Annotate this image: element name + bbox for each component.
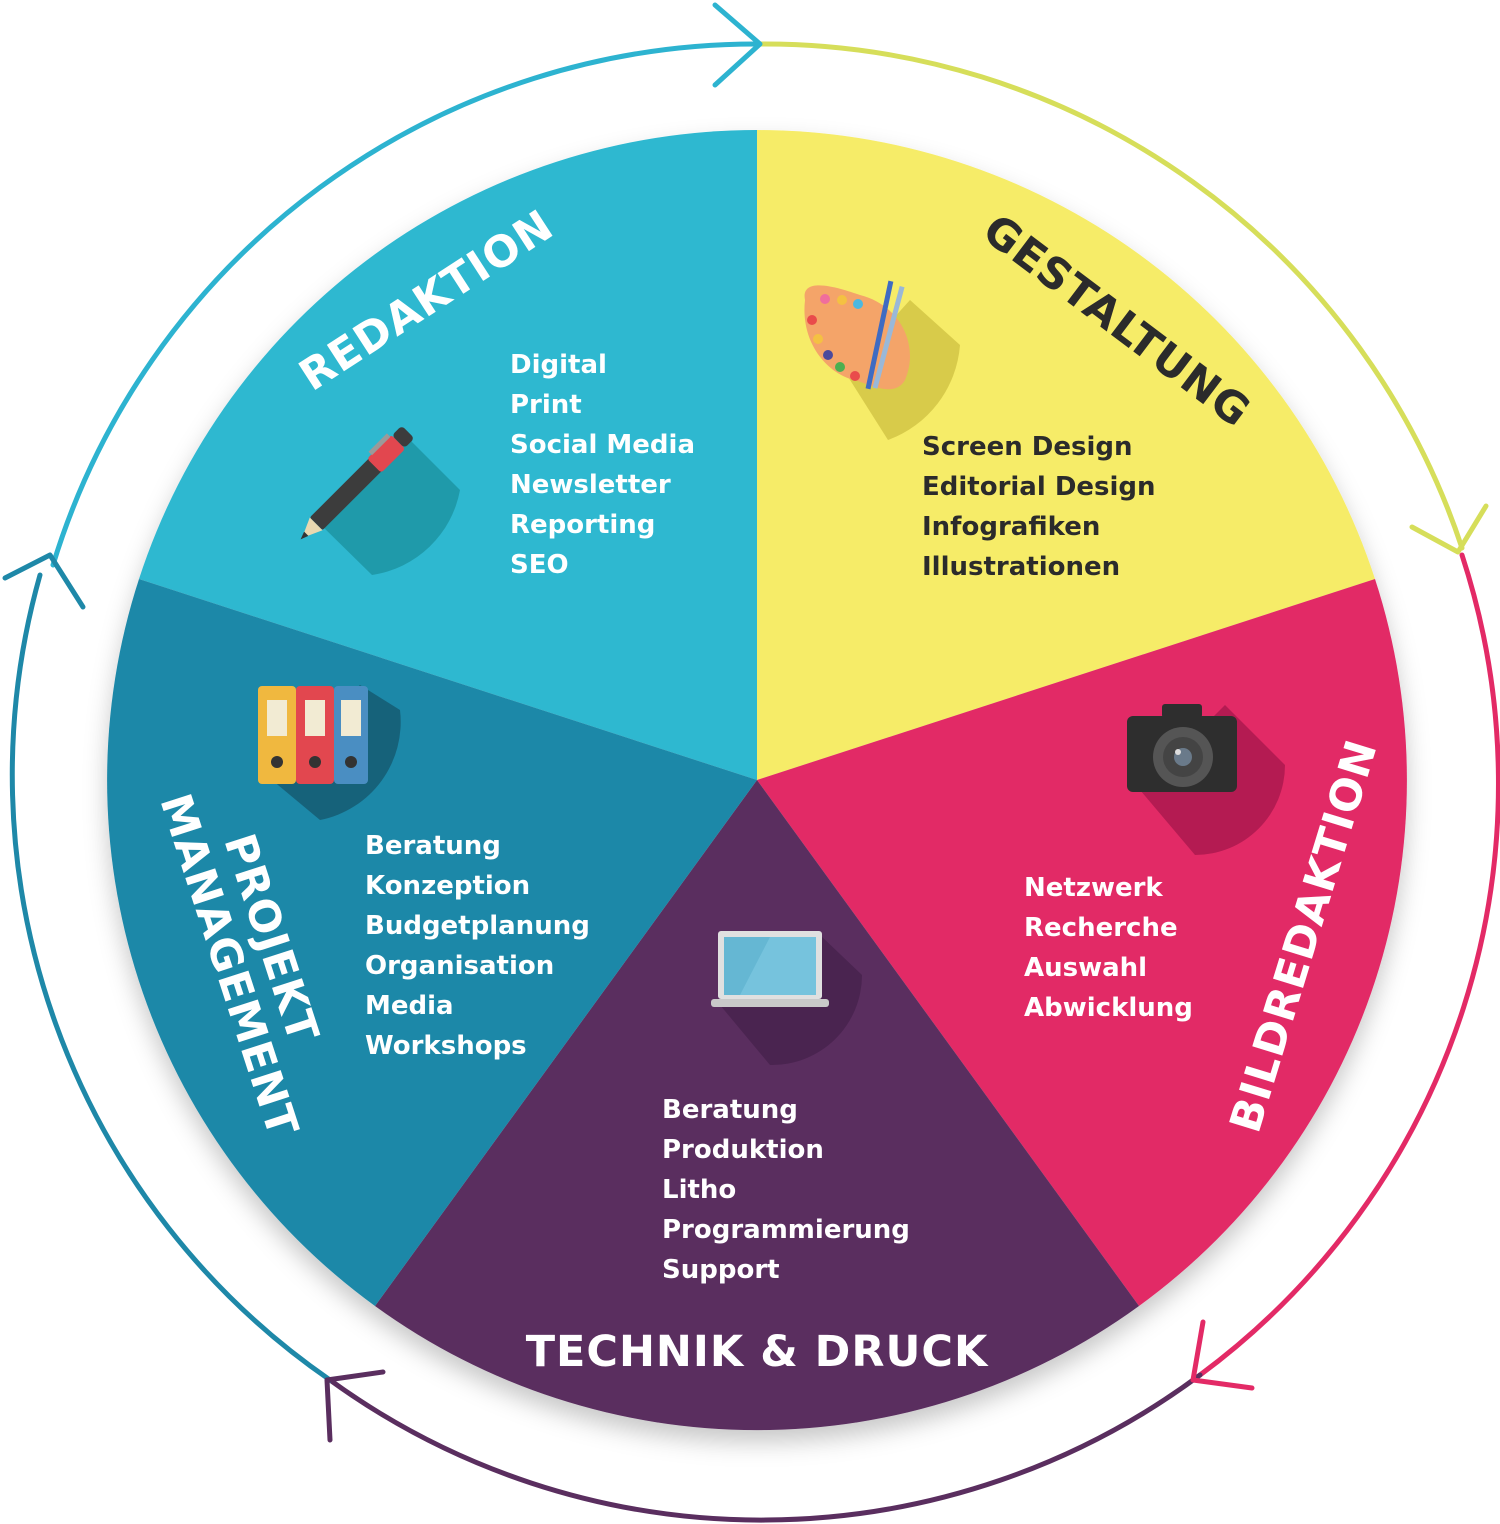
- redaktion-items: Digital Print Social Media Newsletter Re…: [510, 350, 695, 580]
- list-item: Workshops: [365, 1031, 527, 1061]
- list-item: Budgetplanung: [365, 911, 590, 941]
- bildredaktion-items: Netzwerk Recherche Auswahl Abwicklung: [1024, 873, 1193, 1023]
- list-item: Konzeption: [365, 871, 530, 901]
- segment-technik: [375, 780, 1139, 1431]
- segment-redaktion: [139, 130, 757, 780]
- cycle-ring: [9, 41, 1500, 1523]
- list-item: Reporting: [510, 510, 655, 540]
- list-item: Print: [510, 390, 582, 420]
- cycle-arc-yellow: [757, 41, 1465, 551]
- list-item: Newsletter: [510, 470, 671, 500]
- technik-items: Beratung Produktion Litho Programmierung…: [662, 1095, 910, 1285]
- list-item: Infografiken: [922, 512, 1100, 542]
- list-item: Programmierung: [662, 1215, 910, 1245]
- cycle-arc-teal: [9, 572, 333, 1383]
- list-item: Litho: [662, 1175, 736, 1205]
- cycle-arc-pink: [1197, 552, 1500, 1378]
- list-item: Netzwerk: [1024, 873, 1163, 903]
- list-item: Beratung: [662, 1095, 798, 1125]
- palette-icon: [804, 280, 960, 440]
- camera-icon: [1127, 704, 1285, 855]
- list-item: Social Media: [510, 430, 695, 460]
- cycle-arc-purple: [327, 1372, 1203, 1523]
- list-item: Illustrationen: [922, 552, 1120, 582]
- list-item: Beratung: [365, 831, 501, 861]
- cycle-arrowheads: [2, 2, 1489, 1443]
- arrow-head-top-icon: [712, 2, 763, 88]
- list-item: Recherche: [1024, 913, 1178, 943]
- list-item: Editorial Design: [922, 472, 1156, 502]
- list-item: Auswahl: [1024, 953, 1147, 983]
- technik-title: TECHNIK & DRUCK: [526, 1327, 989, 1377]
- projekt-items: Beratung Konzeption Budgetplanung Organi…: [365, 831, 590, 1061]
- list-item: Screen Design: [922, 432, 1133, 462]
- cycle-arc-blue: [50, 41, 763, 568]
- segment-gestaltung: [757, 130, 1375, 780]
- list-item: Produktion: [662, 1135, 824, 1165]
- binders-icon: [258, 685, 401, 820]
- gestaltung-items: Screen Design Editorial Design Infografi…: [922, 432, 1156, 582]
- list-item: Support: [662, 1255, 780, 1285]
- list-item: SEO: [510, 550, 569, 580]
- list-item: Media: [365, 991, 454, 1021]
- list-item: Abwicklung: [1024, 993, 1193, 1023]
- pen-icon: [300, 427, 460, 575]
- laptop-icon: [711, 931, 862, 1066]
- arrow-head-left-icon: [2, 552, 86, 610]
- arrow-head-bottom-right-icon: [1190, 1319, 1255, 1391]
- list-item: Digital: [510, 350, 607, 380]
- list-item: Organisation: [365, 951, 554, 981]
- arrow-head-bottom-left-icon: [324, 1369, 386, 1443]
- arrow-head-right-icon: [1409, 503, 1489, 555]
